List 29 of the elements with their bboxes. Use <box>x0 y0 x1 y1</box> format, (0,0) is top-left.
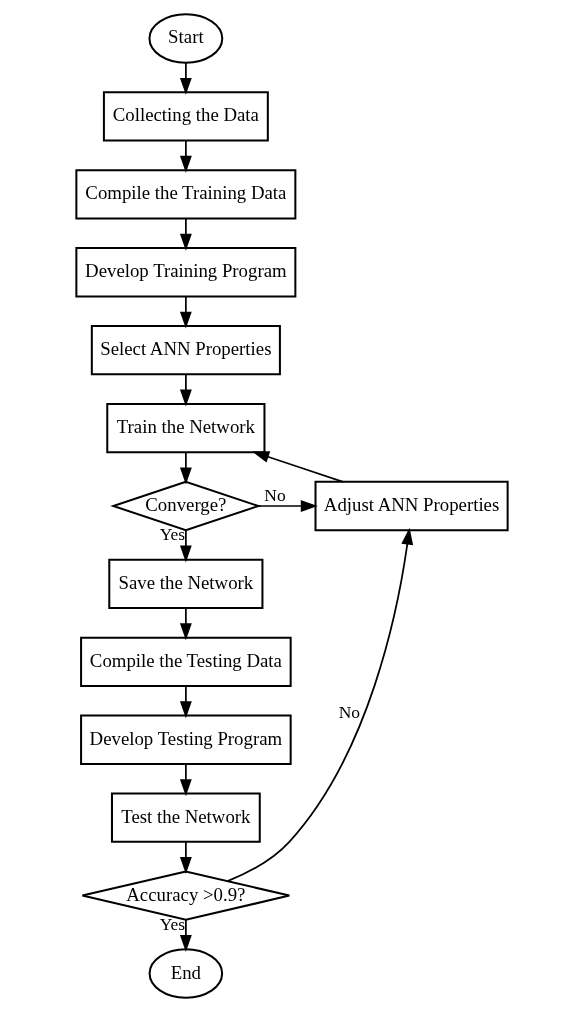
node-box: Develop Testing Program <box>80 714 292 765</box>
node-box: Compile the Testing Data <box>80 636 292 688</box>
arrow <box>179 685 192 719</box>
arrow <box>179 451 192 485</box>
node-ellipse: End <box>148 948 224 999</box>
edge-label: No <box>264 485 286 506</box>
node-box: Compile the Training Data <box>75 169 297 220</box>
arrow <box>257 500 318 512</box>
node-box: Save the Network <box>108 558 264 610</box>
arrow <box>179 373 192 407</box>
arrow <box>179 607 192 641</box>
arrow <box>179 295 192 329</box>
arrow <box>179 841 192 875</box>
node-box: Select ANN Properties <box>90 324 281 376</box>
node-ellipse: Start <box>148 13 224 64</box>
arrow <box>179 763 192 797</box>
node-box: Develop Training Program <box>75 247 297 298</box>
node-box: Test the Network <box>110 792 261 843</box>
arrow <box>252 451 344 483</box>
arrow <box>179 529 192 563</box>
arrow <box>179 919 192 952</box>
arrow <box>179 139 192 173</box>
node-box: Adjust ANN Properties <box>314 480 509 532</box>
edge-label: No <box>338 702 361 723</box>
node-box: Collecting the Data <box>102 91 269 142</box>
arrow <box>179 217 192 251</box>
node-box: Train the Network <box>106 402 266 454</box>
arrow <box>226 527 414 882</box>
arrow <box>179 61 192 95</box>
